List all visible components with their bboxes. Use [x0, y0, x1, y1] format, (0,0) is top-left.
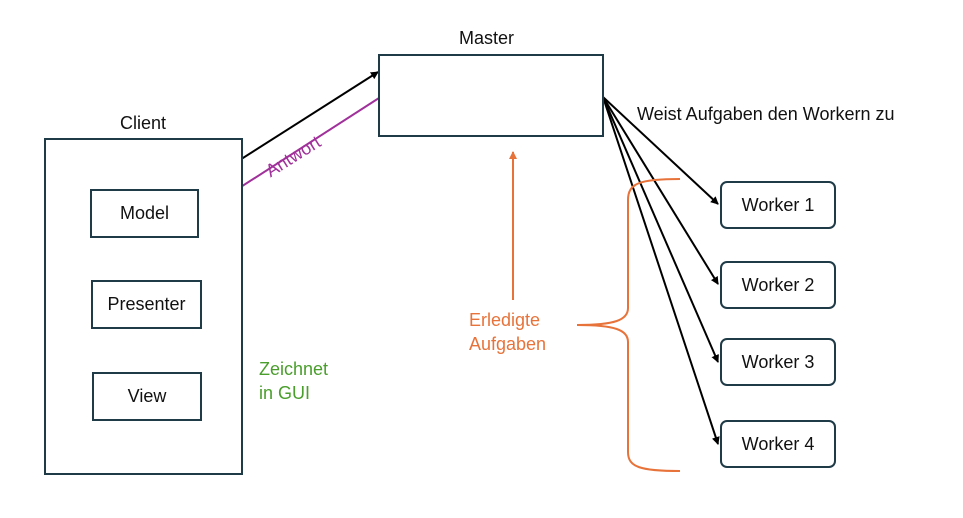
- worker-brace: [576, 178, 681, 472]
- view-box: View: [92, 372, 202, 421]
- assigns-label: Weist Aufgaben den Workern zu: [637, 104, 895, 124]
- model-box: Model: [90, 189, 199, 238]
- worker-box-4: Worker 4: [720, 420, 836, 468]
- client-title: Client: [120, 113, 167, 133]
- presenter-box: Presenter: [91, 280, 202, 329]
- done-label-line1: Erledigte: [469, 310, 541, 330]
- edge-master-to-worker-4: [602, 96, 720, 445]
- worker-box-2: Worker 2: [720, 261, 836, 309]
- master-title: Master: [459, 28, 515, 48]
- worker-box-3: Worker 3: [720, 338, 836, 386]
- edge-master-to-worker-2: [602, 96, 719, 285]
- draws-label-line2: in GUI: [259, 383, 311, 403]
- worker-box-1: Worker 1: [720, 181, 836, 229]
- draws-label-line1: Zeichnet: [259, 359, 329, 379]
- edge-master-to-worker-3: [602, 96, 719, 363]
- master-box: [378, 54, 604, 137]
- done-label-line2: Aufgaben: [469, 334, 547, 354]
- edge-master-to-worker-1: [602, 96, 719, 205]
